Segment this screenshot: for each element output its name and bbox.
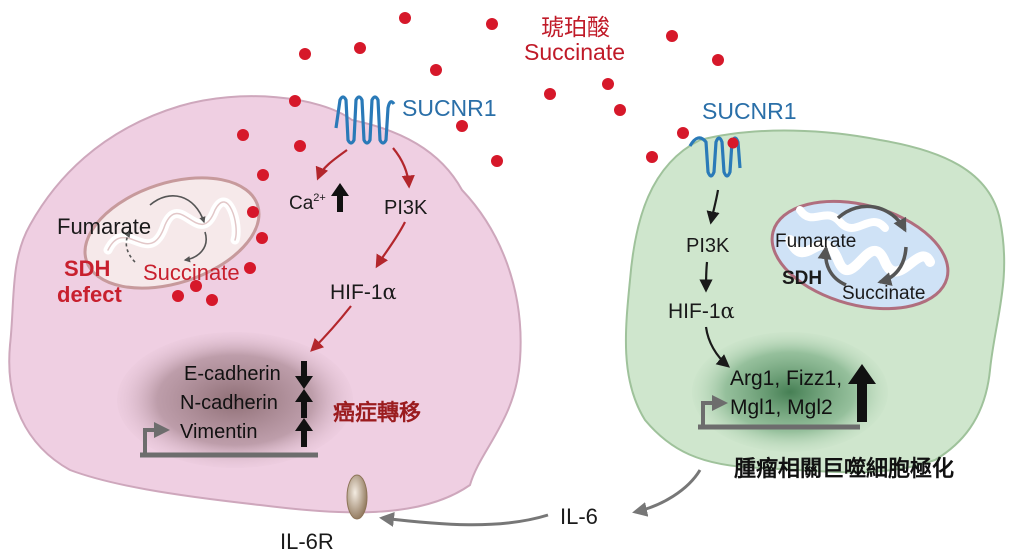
macro-cycle-arrow-left bbox=[817, 245, 847, 287]
tumor-mitochondrion bbox=[83, 176, 261, 290]
macro-cycle-arrow-right bbox=[877, 246, 908, 286]
macro-cycle-arrow-top bbox=[836, 204, 907, 233]
succinate-dot bbox=[247, 206, 259, 218]
macro-genes-line2: Mgl1, Mgl2 bbox=[730, 396, 833, 419]
succinate-dot bbox=[456, 120, 468, 132]
macro-mito-fumarate: Fumarate bbox=[775, 231, 856, 252]
arrow-macrophage-to-il6 bbox=[632, 469, 702, 517]
succinate-dot bbox=[666, 30, 678, 42]
macro-genes-line1: Arg1, Fizz1, bbox=[730, 367, 842, 390]
succinate-title-en: Succinate bbox=[524, 39, 625, 65]
succinate-dot bbox=[294, 140, 306, 152]
tumor-pi3k-label: PI3K bbox=[384, 197, 428, 219]
macro-pi3k-label: PI3K bbox=[686, 235, 730, 257]
il6r-label: IL-6R bbox=[280, 529, 334, 554]
succinate-dot bbox=[257, 169, 269, 181]
macrophage-nucleus bbox=[692, 332, 888, 452]
tumor-sucnr1-receptor bbox=[334, 95, 396, 145]
macrophage-cell: Fumarate Succinate SDH SUCNR1 PI3K HIF-1… bbox=[624, 98, 1006, 482]
succinate-dot bbox=[486, 18, 498, 30]
succinate-dot bbox=[237, 129, 249, 141]
succinate-dot bbox=[712, 54, 724, 66]
succinate-dot bbox=[646, 151, 658, 163]
arrow-macro-receptor-to-pi3k bbox=[706, 189, 720, 225]
arrow-macro-pi3k-to-hif bbox=[699, 261, 713, 293]
succinate-dot bbox=[614, 104, 626, 116]
succinate-dot bbox=[491, 155, 503, 167]
tumor-cycle-arrow-top bbox=[149, 195, 206, 224]
succinate-dot bbox=[354, 42, 366, 54]
arrow-hif-to-nucleus bbox=[310, 305, 352, 352]
macro-outcome-label: 腫瘤相關巨噬細胞極化 bbox=[734, 456, 954, 482]
succinate-dot bbox=[430, 64, 442, 76]
succinate-dot bbox=[190, 280, 202, 292]
arrow-sucnr1-to-ca bbox=[315, 149, 348, 181]
succinate-dot bbox=[602, 78, 614, 90]
ca-up-arrow bbox=[331, 183, 349, 212]
arrow-sucnr1-to-pi3k bbox=[392, 147, 415, 189]
il6r-receptor bbox=[346, 474, 368, 520]
arrow-pi3k-to-hif bbox=[375, 221, 406, 269]
succinate-dot bbox=[172, 290, 184, 302]
tumor-defect-label: defect bbox=[57, 282, 122, 307]
succinate-molecules bbox=[172, 12, 724, 306]
tumor-sucnr1-label: SUCNR1 bbox=[402, 95, 497, 121]
e-cadherin-down-arrow bbox=[295, 361, 313, 389]
succinate-dot bbox=[206, 294, 218, 306]
succinate-dot bbox=[544, 88, 556, 100]
tumor-cycle-arrow-blocked bbox=[124, 230, 136, 263]
succinate-dot bbox=[244, 262, 256, 274]
macro-sucnr1-label: SUCNR1 bbox=[702, 98, 797, 124]
il6-label: IL-6 bbox=[560, 504, 598, 529]
macro-hif-label: HIF-1α bbox=[668, 299, 735, 323]
tumor-outcome-label: 癌症轉移 bbox=[333, 400, 421, 426]
gene-e-cadherin: E-cadherin bbox=[184, 363, 281, 385]
macro-genes-up-arrow bbox=[848, 364, 876, 422]
gene-vimentin: Vimentin bbox=[180, 421, 257, 443]
gene-n-cadherin: N-cadherin bbox=[180, 392, 278, 414]
ca-label: Ca2+ bbox=[289, 192, 326, 214]
tumor-mito-fumarate: Fumarate bbox=[57, 214, 151, 239]
succinate-dot bbox=[299, 48, 311, 60]
arrow-il6-to-il6r bbox=[379, 511, 549, 527]
tumor-nucleus bbox=[117, 332, 353, 468]
succinate-dot bbox=[289, 95, 301, 107]
tumor-promoter-arrow bbox=[143, 422, 170, 455]
tumor-hif-label: HIF-1α bbox=[330, 280, 397, 304]
macro-mitochondrion bbox=[770, 199, 950, 311]
succinate-title-zh: 琥珀酸 bbox=[541, 15, 610, 41]
vimentin-up-arrow bbox=[295, 418, 313, 447]
succinate-dot bbox=[256, 232, 268, 244]
tumor-cycle-arrow-right bbox=[183, 231, 207, 263]
succinate-dot bbox=[677, 127, 689, 139]
tumor-mito-succinate: Succinate bbox=[143, 260, 240, 285]
succinate-dot bbox=[399, 12, 411, 24]
macro-mito-succinate: Succinate bbox=[842, 283, 925, 304]
tumor-sdh-label: SDH bbox=[64, 256, 110, 281]
tumor-cell: Fumarate Succinate SDH defect SUCNR1 Ca2… bbox=[8, 95, 522, 514]
macro-receptor-bound-succinate bbox=[727, 137, 739, 149]
macro-promoter-arrow bbox=[701, 395, 728, 427]
n-cadherin-up-arrow bbox=[295, 389, 313, 418]
macro-sdh-label: SDH bbox=[782, 268, 822, 289]
arrow-macro-hif-to-nucleus bbox=[704, 326, 731, 368]
